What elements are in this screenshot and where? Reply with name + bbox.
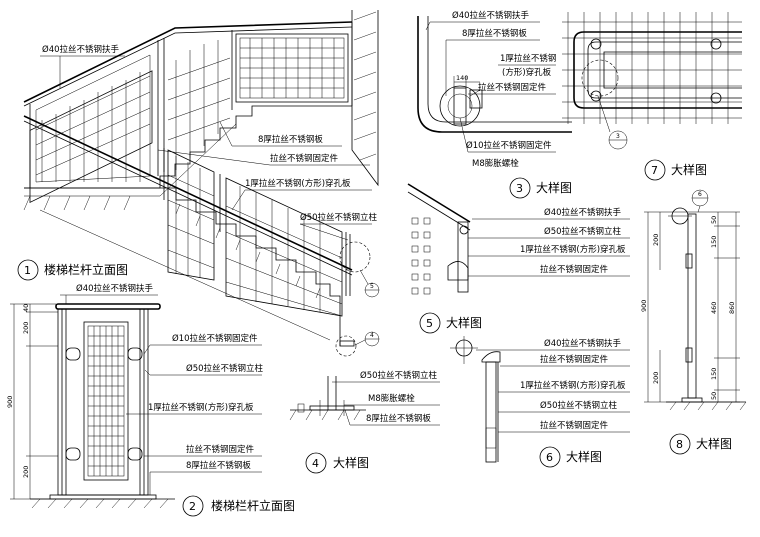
- v4-plate-label: 8厚拉丝不锈钢板: [366, 413, 431, 424]
- v3-dim-140: 140: [456, 74, 468, 82]
- v8-dim-460: 460: [710, 302, 718, 314]
- v2-plate-label: 8厚拉丝不锈钢板: [186, 460, 251, 471]
- v3-panel2-label: (方形)穿孔板: [502, 67, 552, 78]
- v6-post-label: Ø50拉丝不锈钢立柱: [540, 400, 618, 411]
- v2-dim-900: 900: [6, 396, 14, 408]
- v2-fix10-label: Ø10拉丝不锈钢固定件: [172, 333, 258, 344]
- v6-fixing2-label: 拉丝不锈钢固定件: [540, 420, 609, 431]
- title-2-text: 楼梯栏杆立面图: [211, 498, 295, 513]
- title-6-number: 6: [546, 451, 553, 464]
- v2-panel-label: 1厚拉丝不锈钢(方形)穿孔板: [148, 402, 254, 413]
- v5-post-label: Ø50拉丝不锈钢立柱: [544, 226, 622, 237]
- title-2: 2 楼梯栏杆立面图: [182, 495, 295, 517]
- v3-handrail-label: Ø40拉丝不锈钢扶手: [452, 10, 530, 21]
- v5-fixing-label: 拉丝不锈钢固定件: [540, 264, 609, 275]
- view-6-post-top-detail: Ø40拉丝不锈钢扶手 拉丝不锈钢固定件 1厚拉丝不锈钢(方形)穿孔板 Ø50拉丝…: [450, 336, 630, 463]
- v2-dim-200a: 200: [22, 322, 30, 334]
- v5-panel-label: 1厚拉丝不锈钢(方形)穿孔板: [520, 244, 626, 255]
- v2-handrail-label: Ø40拉丝不锈钢扶手: [76, 283, 154, 294]
- title-5: 5 大样图: [419, 312, 482, 334]
- view-4-post-base-detail: Ø50拉丝不锈钢立柱 M8膨胀螺栓 8厚拉丝不锈钢板: [289, 370, 440, 426]
- v8-dim-200: 200: [652, 234, 660, 246]
- title-1: 1 楼梯栏杆立面图: [17, 259, 128, 281]
- title-3-text: 大样图: [536, 180, 572, 195]
- view-7-corner-plan: 3: [562, 12, 742, 150]
- title-8: 8 大样图: [669, 433, 732, 455]
- v1-ref4-label: 4: [370, 332, 374, 339]
- title-5-number: 5: [426, 317, 433, 330]
- v8-dim-200b: 200: [652, 372, 660, 384]
- view-8-section: 6 200 50 150 460 860 900 200 150 50: [640, 189, 747, 411]
- v3-panel1-label: 1厚拉丝不锈钢: [500, 53, 556, 64]
- v5-handrail-label: Ø40拉丝不锈钢扶手: [544, 207, 622, 218]
- title-7: 7 大样图: [644, 159, 707, 181]
- title-4-number: 4: [312, 457, 319, 470]
- title-4: 4 大样图: [305, 452, 369, 474]
- v8-dim-150b: 150: [710, 368, 718, 380]
- v3-plate-label: 8厚拉丝不锈钢板: [462, 28, 527, 39]
- v8-ref6-label: 6: [698, 191, 702, 198]
- v1-panel-label: 1厚拉丝不锈钢(方形)穿孔板: [245, 178, 351, 189]
- v6-handrail-label: Ø40拉丝不锈钢扶手: [544, 338, 622, 349]
- v8-dim-50b: 50: [710, 392, 718, 400]
- v8-dim-900: 900: [640, 300, 648, 312]
- v3-bolt-label: M8膨胀螺栓: [472, 158, 519, 169]
- title-7-number: 7: [651, 164, 658, 177]
- title-1-text: 楼梯栏杆立面图: [44, 262, 128, 277]
- title-3-number: 3: [516, 182, 523, 195]
- title-4-text: 大样图: [333, 455, 369, 470]
- v4-bolt-label: M8膨胀螺栓: [368, 393, 415, 404]
- v2-dim-40: 40: [22, 304, 30, 312]
- v7-ref3-label: 3: [616, 133, 620, 140]
- v8-dim-150a: 150: [710, 236, 718, 248]
- v1-handrail-label: Ø40拉丝不锈钢扶手: [42, 44, 120, 55]
- v6-panel-label: 1厚拉丝不锈钢(方形)穿孔板: [520, 380, 626, 391]
- v2-post-label: Ø50拉丝不锈钢立柱: [186, 363, 264, 374]
- title-5-text: 大样图: [446, 315, 482, 330]
- title-2-number: 2: [189, 500, 196, 513]
- title-8-text: 大样图: [696, 436, 732, 451]
- v3-fix10-label: Ø10拉丝不锈钢固定件: [466, 140, 552, 151]
- v8-dim-860: 860: [728, 302, 736, 314]
- title-7-text: 大样图: [671, 162, 707, 177]
- title-6-text: 大样图: [566, 449, 602, 464]
- v2-fixing-label: 拉丝不锈钢固定件: [186, 444, 255, 455]
- v1-post-label: Ø50拉丝不锈钢立柱: [300, 212, 378, 223]
- title-6: 6 大样图: [539, 446, 602, 468]
- view-1-stair-elevation: 5 4 Ø40拉丝不锈钢扶手 8厚拉丝不锈钢板 拉丝不锈钢固定件 1厚拉丝不锈钢…: [23, 10, 380, 357]
- v2-dim-200b: 200: [22, 466, 30, 478]
- v6-fixing-label: 拉丝不锈钢固定件: [540, 354, 609, 365]
- v8-dim-50a: 50: [710, 216, 718, 224]
- v1-fixing-label: 拉丝不锈钢固定件: [270, 153, 339, 164]
- view-5-handrail-joint: Ø40拉丝不锈钢扶手 Ø50拉丝不锈钢立柱 1厚拉丝不锈钢(方形)穿孔板 拉丝不…: [407, 183, 630, 295]
- v3-fixing-label: 拉丝不锈钢固定件: [478, 82, 547, 93]
- view-2-front-elevation: 40 200 900 200 Ø40拉丝不锈钢扶手 Ø10拉丝不锈钢固定件 Ø5…: [6, 283, 264, 509]
- title-3: 3 大样图: [509, 177, 572, 199]
- title-8-number: 8: [676, 438, 683, 451]
- title-1-number: 1: [24, 264, 31, 277]
- v1-plate-label: 8厚拉丝不锈钢板: [258, 134, 323, 145]
- view-3-plan-detail: 140 Ø40拉丝不锈钢扶手 8厚拉丝不锈钢板 1厚拉丝不锈钢 (方形)穿孔板 …: [417, 10, 572, 169]
- v4-post-label: Ø50拉丝不锈钢立柱: [360, 370, 438, 381]
- v1-ref5-label: 5: [370, 283, 374, 290]
